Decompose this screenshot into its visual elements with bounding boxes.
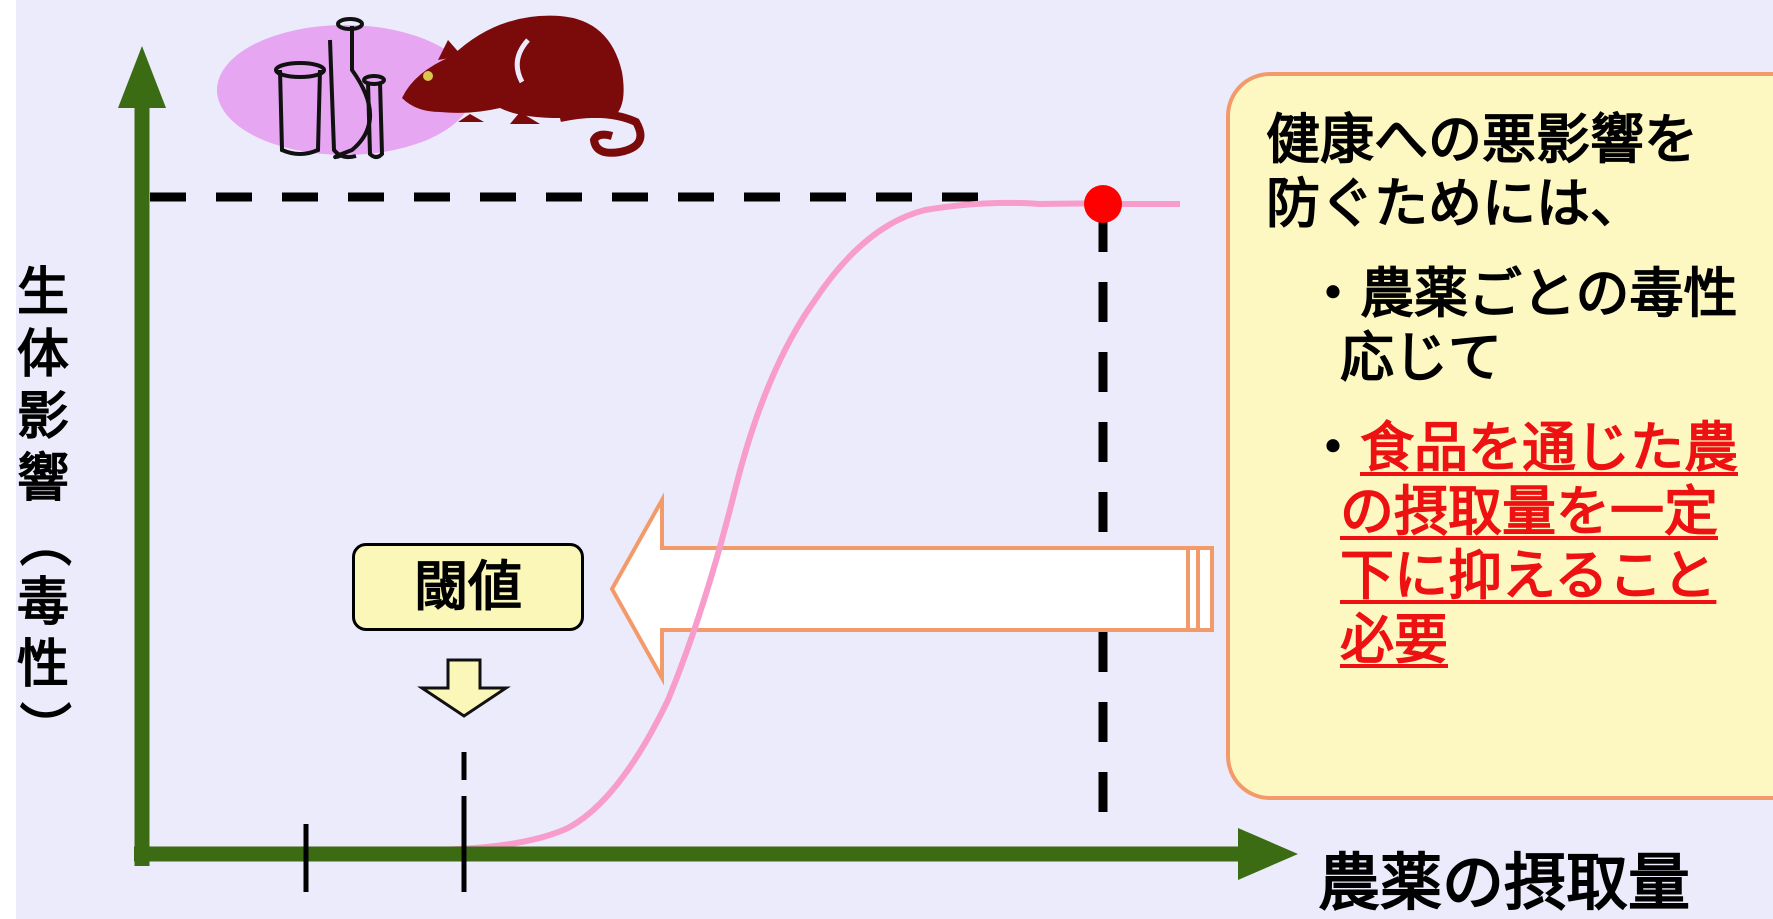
bullet-2-line-2: の摂取量を一定 (1266, 480, 1773, 544)
y-label-char: 影 (16, 387, 69, 447)
bullet-2-line-3: 下に抑えること (1266, 544, 1773, 608)
left-margin-strip (0, 0, 16, 919)
bullet-2-text-3: 下に抑えること (1340, 544, 1717, 607)
y-label-char: 性 (16, 635, 69, 695)
max-effect-point (1084, 185, 1122, 223)
bullet-2-line-1: ・食品を通じた農 (1266, 416, 1773, 480)
bullet-2-marker: ・ (1306, 416, 1360, 479)
y-label-char: 生 (16, 263, 69, 323)
down-arrow-icon (417, 658, 511, 718)
bullet-2-text-1: 食品を通じた農 (1360, 416, 1738, 479)
rat-icon (402, 15, 645, 157)
y-label-char: 毒 (16, 573, 69, 633)
y-label-char: （ (13, 514, 73, 567)
info-line-1: 健康への悪影響を (1266, 108, 1698, 171)
y-label-char: 体 (16, 325, 69, 385)
bullet-2-text-2: の摂取量を一定 (1340, 480, 1718, 543)
y-label-char: ） (13, 700, 73, 753)
info-line-2: 防ぐためには、 (1266, 172, 1644, 235)
y-axis (118, 46, 166, 866)
y-axis-label: 生 体 影 響 （ 毒 性 ） (13, 262, 73, 758)
left-arrow-icon (609, 492, 1214, 686)
y-label-char: 響 (16, 449, 69, 509)
x-axis (134, 828, 1298, 880)
info-box: 健康への悪影響を 防ぐためには、 ・農薬ごとの毒性 応じて ・食品を通じた農 の… (1226, 72, 1773, 800)
bullet-1-line-2: 応じて (1340, 326, 1502, 389)
x-axis-label: 農薬の摂取量 (1318, 846, 1691, 919)
bullet-2-line-4: 必要 (1266, 608, 1773, 672)
bullet-2-text-4: 必要 (1340, 608, 1448, 671)
lab-glassware-icon (217, 17, 473, 160)
bullet-1-line-1: ・農薬ごとの毒性 (1306, 262, 1738, 325)
threshold-label: 閾値 (352, 543, 584, 631)
dose-response-curve (308, 199, 1180, 853)
